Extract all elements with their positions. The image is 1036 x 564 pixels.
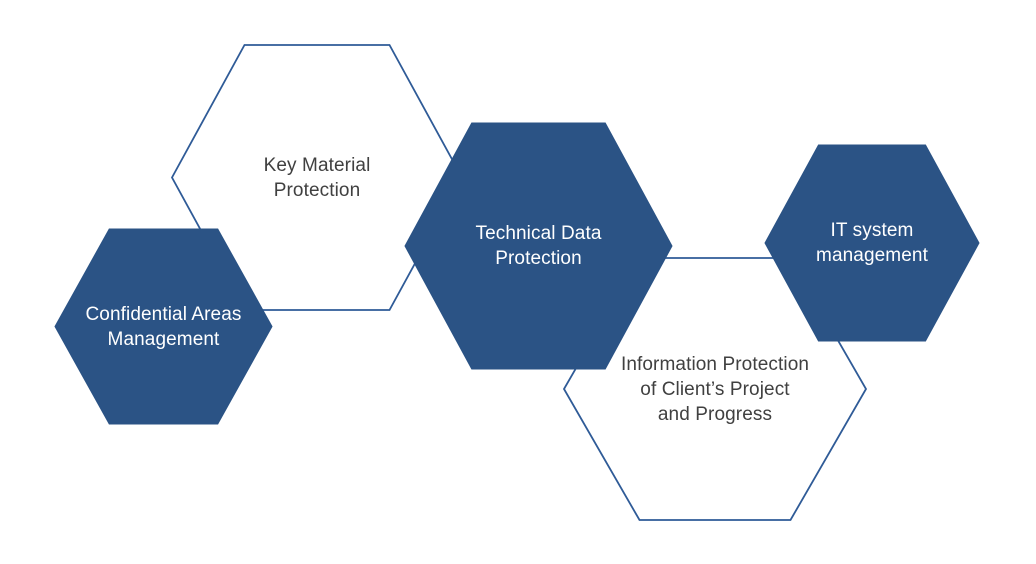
hexagon-key-material-protection-label: Key Material Protection (263, 154, 371, 201)
hexagon-filled-shape (764, 144, 980, 342)
hexagon-information-protection-label: Information Protection of Client’s Proje… (620, 353, 810, 425)
hexagon-it-system-management: IT system management (764, 144, 980, 342)
hexagon-technical-data-protection: Technical Data Protection (404, 122, 673, 370)
hexagon-it-system-management-label: IT system management (816, 220, 928, 266)
hexagon-technical-data-protection-label: Technical Data Protection (475, 223, 602, 269)
hexagon-filled-shape (54, 228, 273, 425)
hexagon-information-protection: Information Protection of Client’s Proje… (562, 257, 868, 521)
hexagon-confidential-areas-management-label: Confidential Areas Management (85, 303, 242, 350)
hexagon-filled-shape (404, 122, 673, 370)
hexagon-confidential-areas-management: Confidential Areas Management (54, 228, 273, 425)
